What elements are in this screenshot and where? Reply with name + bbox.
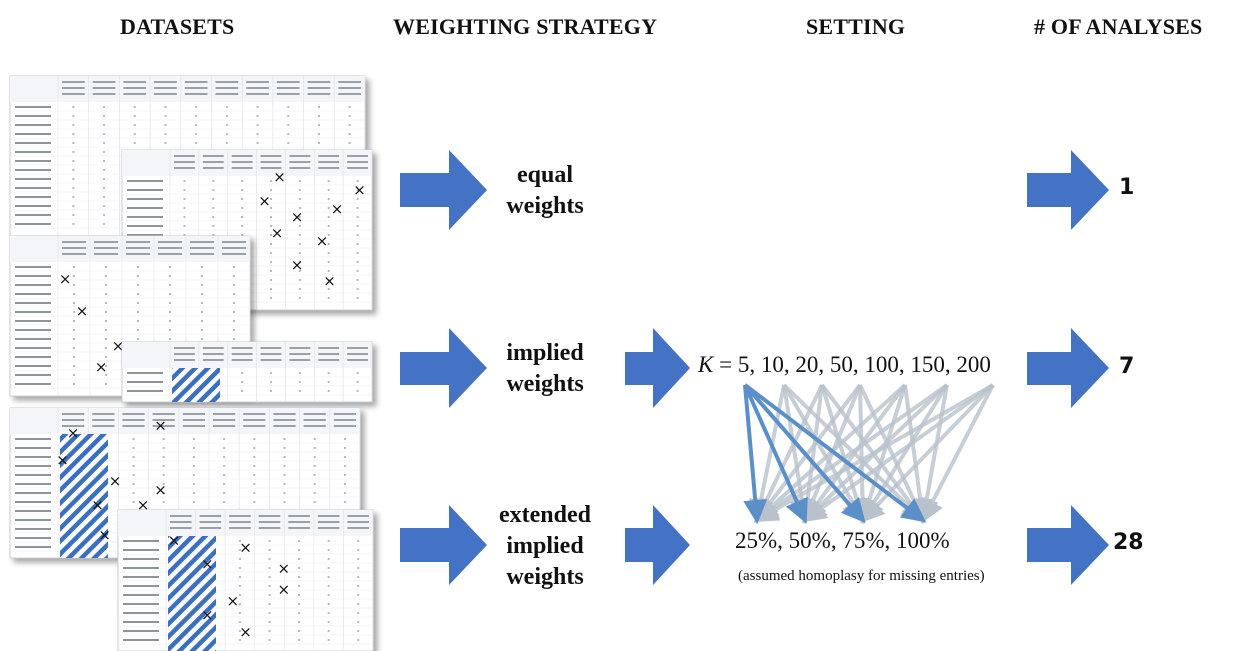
combination-line <box>860 383 995 523</box>
header-setting: SETTING <box>806 14 906 39</box>
x-mark-icon: × <box>291 256 304 274</box>
strategy-line: implied <box>506 533 584 560</box>
x-mark-icon: × <box>277 559 290 577</box>
combination-line <box>801 383 995 523</box>
strategy-line: implied <box>506 340 584 366</box>
arrow-icon <box>400 328 487 408</box>
x-mark-icon: × <box>323 272 336 290</box>
x-mark-icon: × <box>291 208 304 226</box>
combination-line-highlight <box>743 383 927 523</box>
x-mark-icon: × <box>56 451 69 469</box>
arrow-icon <box>625 328 690 408</box>
percent-values-label: 25%, 50%, 75%, 100% <box>735 528 950 553</box>
x-mark-icon: × <box>239 623 252 641</box>
x-mark-icon: × <box>331 200 344 218</box>
combination-line-highlight <box>743 383 866 524</box>
combination-line <box>921 384 995 524</box>
x-mark-icon: × <box>154 417 167 435</box>
arrow-icon <box>1027 328 1109 408</box>
strategy-extended-implied-weights: extended implied weights <box>465 500 625 594</box>
setting-note: (assumed homoplasy for missing entries) <box>738 568 985 584</box>
k-values: = 5, 10, 20, 50, 100, 150, 200 <box>719 352 991 377</box>
combination-line <box>754 383 862 524</box>
analysis-count-implied: 7 <box>1119 354 1135 379</box>
x-mark-icon: × <box>316 232 329 250</box>
combination-line <box>858 384 926 524</box>
arrow-icon <box>1027 150 1109 230</box>
x-mark-icon: × <box>239 538 252 556</box>
x-mark-icon: × <box>258 192 271 210</box>
x-mark-icon: × <box>353 181 366 199</box>
x-mark-icon: × <box>154 481 167 499</box>
x-mark-icon: × <box>271 224 284 242</box>
strategy-line: extended <box>499 502 591 528</box>
x-mark-icon: × <box>59 270 72 288</box>
k-symbol: K <box>698 352 714 377</box>
combination-line <box>850 384 875 524</box>
x-mark-icon: × <box>109 472 122 490</box>
analysis-count-equal: 1 <box>1119 175 1135 200</box>
strategy-implied-weights: implied weights <box>465 338 625 400</box>
x-mark-icon: × <box>98 526 111 544</box>
x-mark-icon: × <box>201 555 214 573</box>
x-mark-icon: × <box>95 358 108 376</box>
dataset-table-thumbnail <box>121 341 373 403</box>
x-mark-icon: × <box>226 592 239 610</box>
x-mark-icon: × <box>76 302 89 320</box>
arrow-icon <box>1027 505 1109 585</box>
combination-line <box>903 384 933 524</box>
block-arrows <box>400 150 1109 585</box>
strategy-line: weights <box>506 193 584 220</box>
header-weighting-strategy: WEIGHTING STRATEGY <box>393 14 658 39</box>
dataset-table-thumbnail: ×××××××× <box>117 509 374 651</box>
x-mark-icon: × <box>168 531 181 549</box>
header-analyses: # OF ANALYSES <box>1034 14 1203 39</box>
strategy-line: equal <box>516 162 573 188</box>
arrow-icon <box>625 505 690 585</box>
strategy-equal-weights: equal weights <box>465 160 625 222</box>
k-values-label: K = 5, 10, 20, 50, 100, 150, 200 <box>698 352 991 378</box>
combination-line-highlight <box>743 384 768 524</box>
header-datasets: DATASETS <box>120 14 235 39</box>
analysis-count-extended: 28 <box>1113 530 1144 555</box>
strategy-line: weights <box>506 564 584 591</box>
x-mark-icon: × <box>91 496 104 514</box>
combination-line-highlight <box>743 384 808 524</box>
x-mark-icon: × <box>67 424 80 442</box>
x-mark-icon: × <box>201 606 214 624</box>
setting-combination-lines <box>743 383 995 524</box>
dataset-tables: ×××××××××××××××××××××××××××××××× <box>9 75 374 651</box>
arrow-icon <box>400 505 487 585</box>
x-mark-icon: × <box>277 581 290 599</box>
x-mark-icon: × <box>273 168 286 186</box>
arrow-icon <box>400 150 487 230</box>
strategy-line: weights <box>506 371 584 398</box>
x-mark-icon: × <box>112 337 125 355</box>
